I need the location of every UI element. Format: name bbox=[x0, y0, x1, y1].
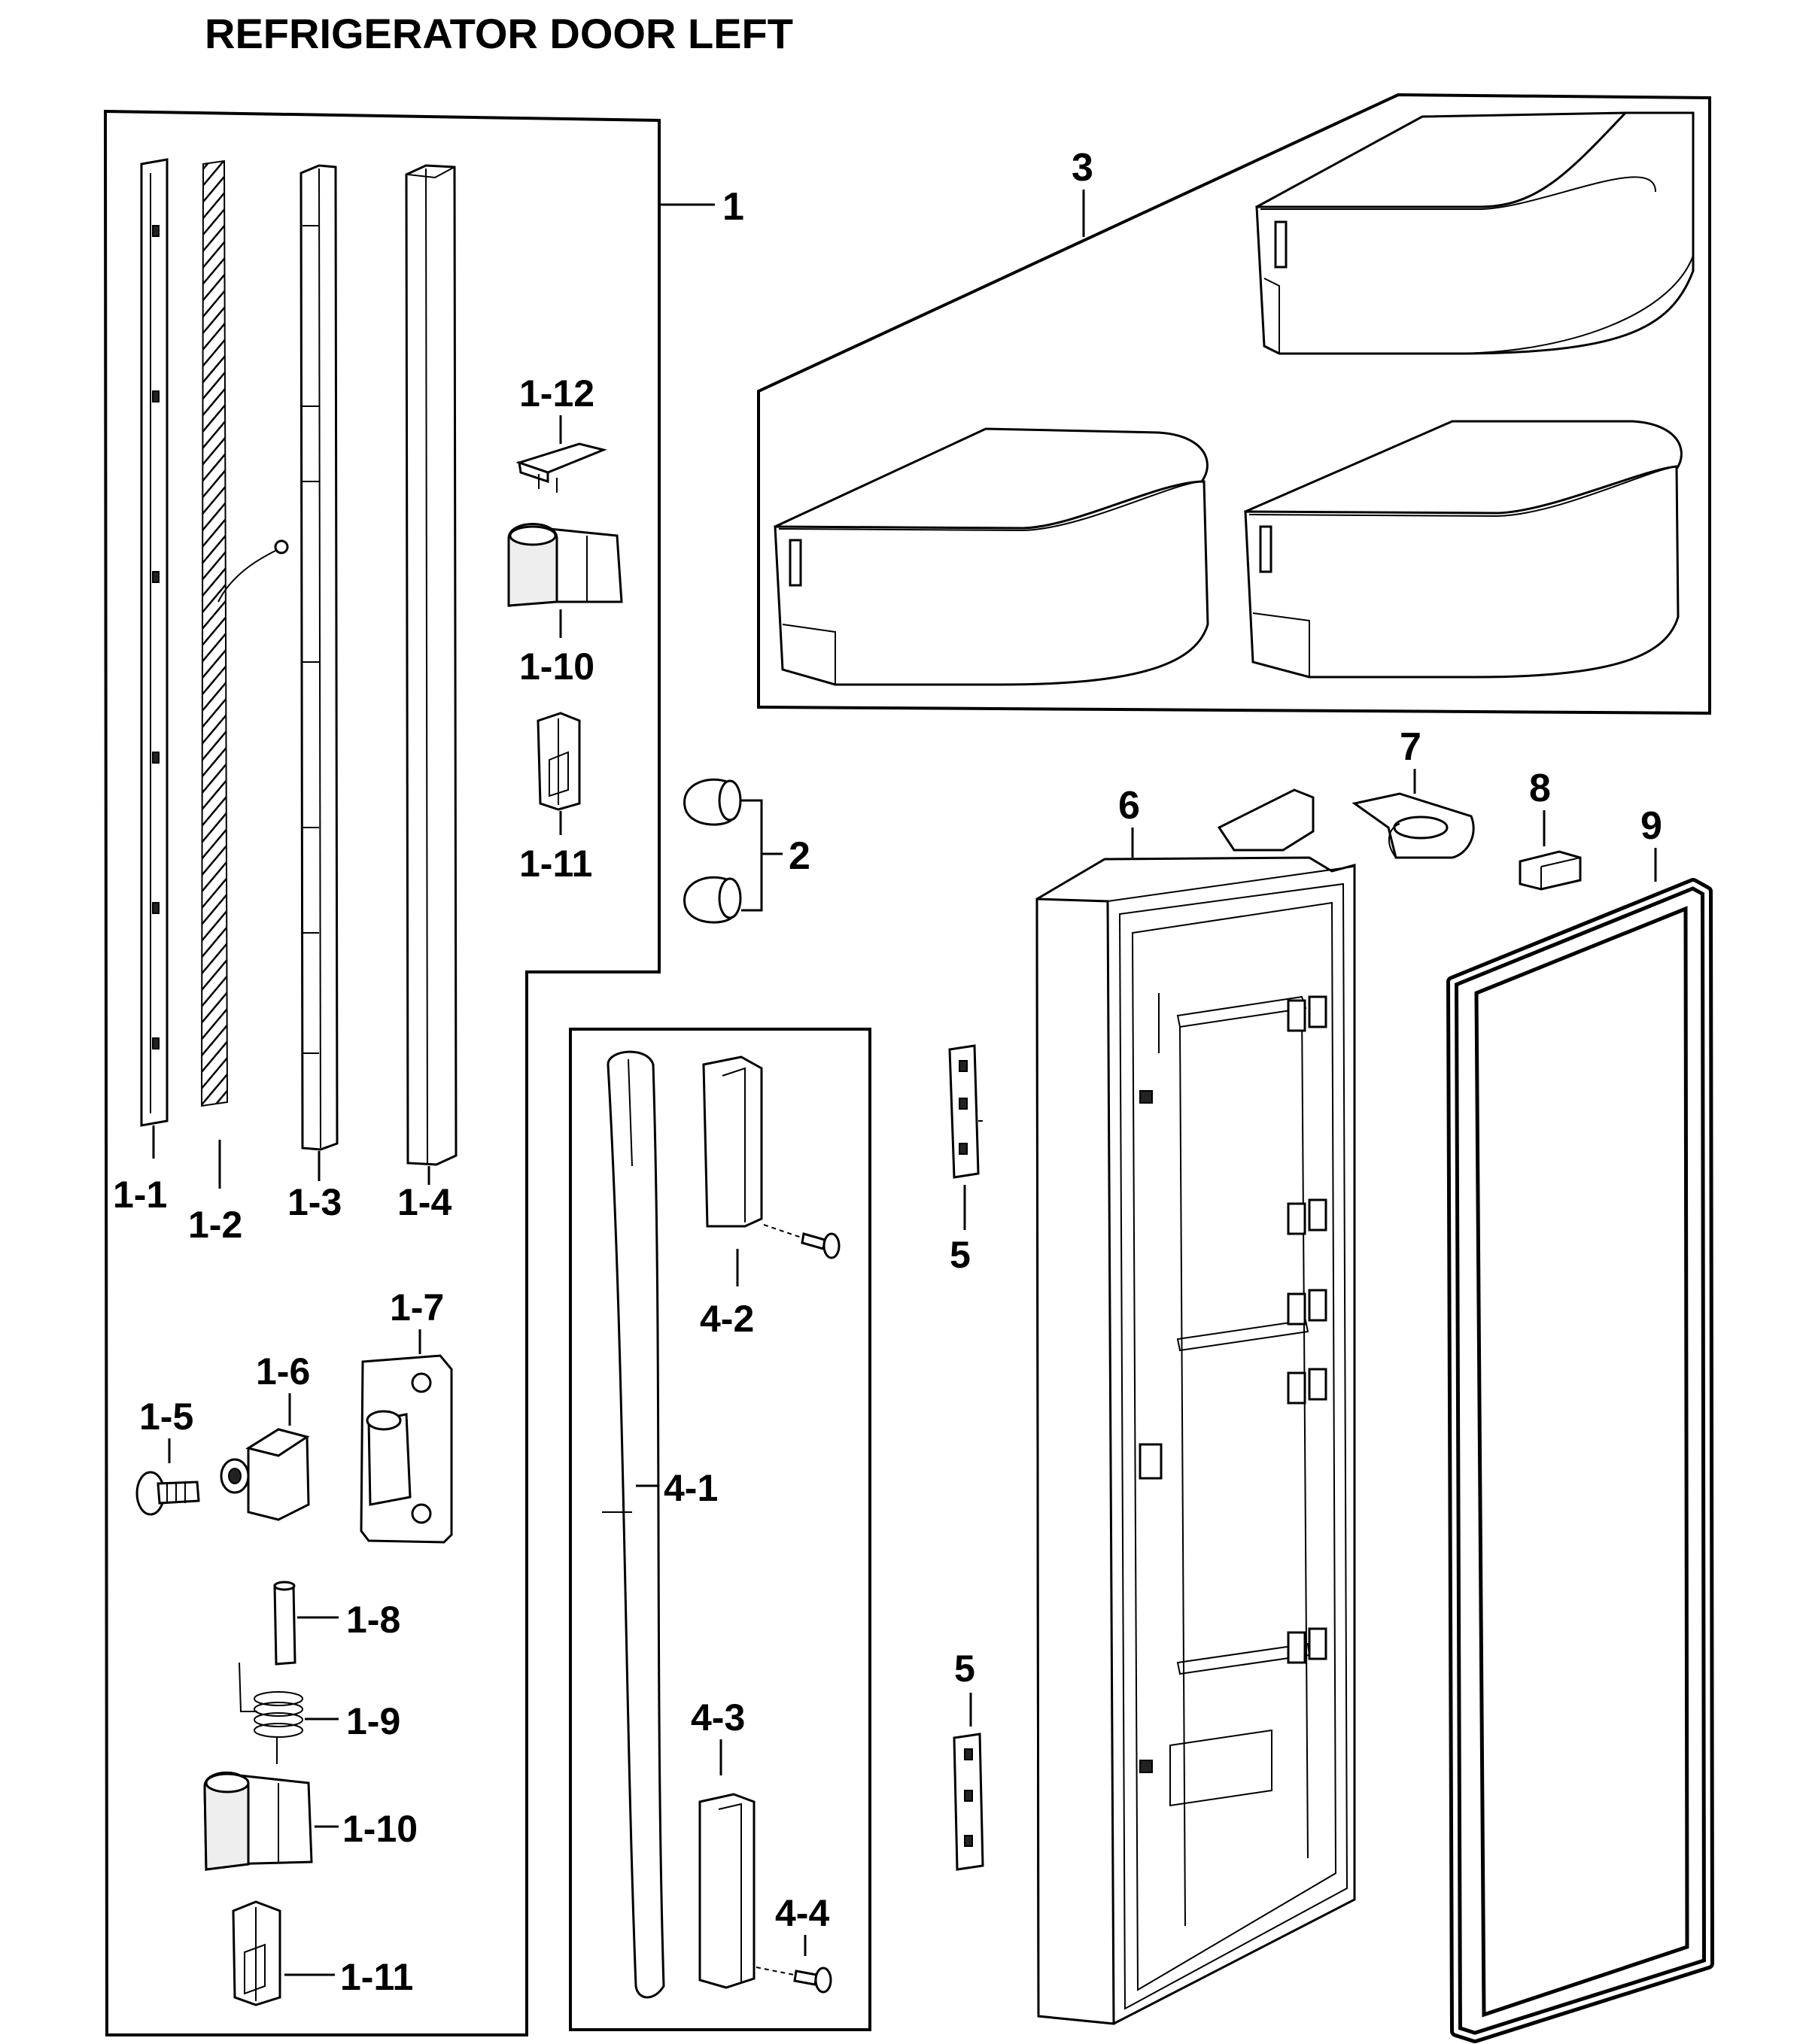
part-4-3-handle-cap-lower bbox=[698, 1793, 756, 1989]
part-4-4-screw bbox=[756, 1967, 832, 1994]
label-1-10-lower: 1-10 bbox=[342, 1808, 418, 1850]
label-1-12: 1-12 bbox=[519, 372, 594, 415]
part-9-door-gasket bbox=[1446, 878, 1714, 2043]
label-1-7: 1-7 bbox=[390, 1286, 444, 1329]
part-1-5-screw bbox=[135, 1471, 200, 1516]
part-1-10-hinge-upper bbox=[507, 523, 623, 607]
label-3: 3 bbox=[1072, 146, 1093, 190]
label-2: 2 bbox=[789, 834, 810, 878]
part-1-9-spring bbox=[239, 1662, 303, 1764]
part-3-door-guard-top bbox=[1255, 111, 1695, 355]
label-4-1: 4-1 bbox=[664, 1467, 718, 1509]
part-1-8-pin bbox=[273, 1581, 296, 1666]
label-5-upper: 5 bbox=[950, 1234, 971, 1276]
group-3-frame bbox=[757, 93, 1711, 715]
part-7-hinge-cover bbox=[1351, 792, 1475, 859]
group-1-frame bbox=[103, 109, 661, 2036]
part-2-caps bbox=[683, 778, 742, 924]
part-1-4-strip bbox=[405, 164, 458, 1166]
label-4-4: 4-4 bbox=[775, 1892, 829, 1934]
diagram-title: REFRIGERATOR DOOR LEFT bbox=[205, 10, 793, 57]
label-1-4: 1-4 bbox=[397, 1181, 452, 1223]
label-1-10-upper: 1-10 bbox=[519, 645, 594, 688]
label-1-5: 1-5 bbox=[139, 1396, 193, 1438]
part-5-door-stopper-upper bbox=[948, 1044, 983, 1179]
label-4-3: 4-3 bbox=[691, 1696, 745, 1739]
part-1-12-clip bbox=[515, 442, 607, 493]
label-1-1: 1-1 bbox=[113, 1174, 167, 1216]
label-4-2: 4-2 bbox=[700, 1298, 754, 1340]
label-9: 9 bbox=[1640, 804, 1662, 848]
part-1-2-heater bbox=[200, 159, 289, 1107]
part-4-2-handle-cap-upper bbox=[702, 1055, 763, 1228]
part-3-door-guard-left bbox=[774, 427, 1209, 686]
part-4-1-handle bbox=[602, 1050, 665, 1999]
label-1-9: 1-9 bbox=[346, 1700, 400, 1742]
part-1-7-bracket-plate bbox=[360, 1354, 453, 1544]
part-1-11-bracket-lower bbox=[232, 1900, 281, 2006]
group-4-frame bbox=[569, 1028, 871, 2031]
part-1-11-bracket-upper bbox=[537, 712, 581, 811]
label-1-11-upper: 1-11 bbox=[519, 843, 592, 885]
label-1: 1 bbox=[722, 185, 744, 229]
label-1-3: 1-3 bbox=[287, 1181, 342, 1223]
part-1-3-strip bbox=[299, 164, 339, 1151]
label-1-8: 1-8 bbox=[346, 1599, 400, 1641]
part-1-1-strip bbox=[140, 158, 169, 1127]
part-5-door-stopper-lower bbox=[953, 1733, 984, 1871]
part-8-switch bbox=[1519, 850, 1582, 891]
part-3-door-guard-right bbox=[1244, 420, 1683, 679]
label-1-6: 1-6 bbox=[256, 1350, 310, 1393]
label-1-2: 1-2 bbox=[188, 1204, 242, 1246]
part-1-6-hinge-block bbox=[220, 1428, 310, 1521]
part-6-door-assembly bbox=[1035, 788, 1356, 2025]
part-4-2-screw bbox=[763, 1224, 841, 1259]
label-6: 6 bbox=[1118, 784, 1140, 828]
part-1-10-hinge-lower bbox=[203, 1771, 313, 1871]
label-7: 7 bbox=[1400, 725, 1421, 769]
label-5-lower: 5 bbox=[954, 1648, 975, 1690]
label-1-11-lower: 1-11 bbox=[340, 1956, 413, 1998]
label-8: 8 bbox=[1529, 767, 1551, 810]
